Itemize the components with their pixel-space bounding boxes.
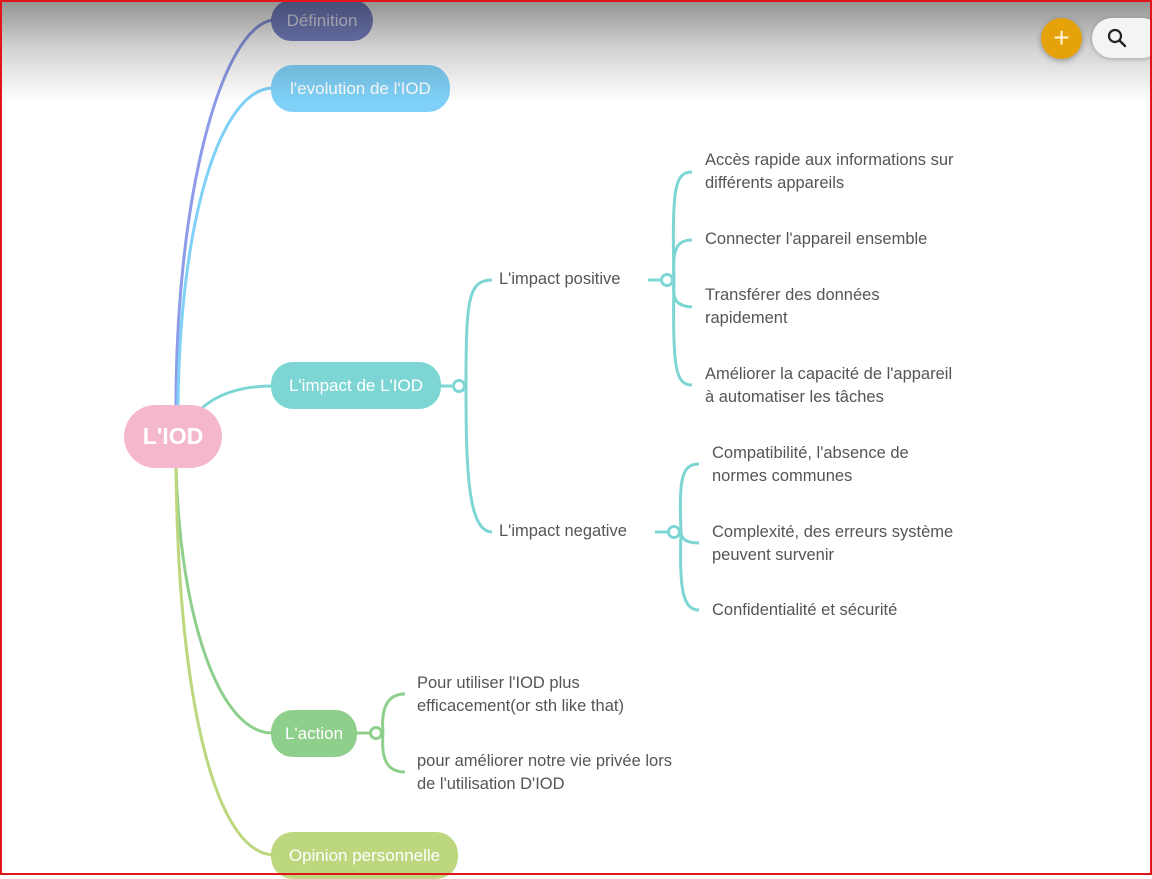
leaf-positive-4[interactable]: Améliorer la capacité de l'appareil à au… <box>705 363 952 409</box>
branch-evolution[interactable]: l'evolution de l'IOD <box>271 65 450 112</box>
branch-opinion[interactable]: Opinion personnelle <box>271 832 458 879</box>
collapse-toggle-negative[interactable] <box>667 525 681 539</box>
node-impact-negative[interactable]: L'impact negative <box>499 522 627 540</box>
leaf-negative-3[interactable]: Confidentialité et sécurité <box>712 599 897 622</box>
link-action <box>174 465 273 735</box>
leaf-action-1[interactable]: Pour utiliser l'IOD plus efficacement(or… <box>417 672 624 718</box>
link-opinion <box>174 465 273 857</box>
leaf-line: Améliorer la capacité de l'appareil <box>705 365 953 383</box>
collapse-toggle-impact[interactable] <box>452 379 466 393</box>
node-impact-positive[interactable]: L'impact positive <box>499 270 621 288</box>
leaf-line: pour améliorer notre vie privée lors <box>417 752 672 770</box>
link-definition <box>174 18 273 406</box>
leaf-line: efficacement(or sth like that) <box>417 697 624 715</box>
link-positive <box>464 278 493 387</box>
link-negative <box>464 385 493 534</box>
leaf-line: différents appareils <box>705 174 845 192</box>
branch-action[interactable]: L'action <box>271 710 357 757</box>
leaf-positive-3[interactable]: Transférer des données rapidement <box>705 284 880 330</box>
branch-impact[interactable]: L'impact de L'IOD <box>271 362 441 409</box>
leaf-line: de l'utilisation D'IOD <box>417 775 565 793</box>
link-evolution <box>176 86 273 406</box>
branch-definition[interactable]: Définition <box>271 0 373 41</box>
plus-icon: + <box>1053 22 1070 53</box>
search-icon <box>1107 28 1127 48</box>
leaf-line: normes communes <box>712 467 853 485</box>
collapse-toggle-action[interactable] <box>369 726 383 740</box>
leaf-negative-1[interactable]: Compatibilité, l'absence de normes commu… <box>712 442 909 488</box>
add-button[interactable]: + <box>1041 18 1082 59</box>
leaf-line: Confidentialité et sécurité <box>712 601 898 619</box>
leaf-line: Accès rapide aux informations sur <box>705 151 954 169</box>
leaf-line: rapidement <box>705 309 788 327</box>
leaf-negative-2[interactable]: Complexité, des erreurs système peuvent … <box>712 521 953 567</box>
leaf-line: à automatiser les tâches <box>705 388 884 406</box>
leaf-line: Connecter l'appareil ensemble <box>705 230 928 248</box>
root-node[interactable]: L'IOD <box>124 405 222 468</box>
leaf-line: Compatibilité, l'absence de <box>712 444 909 462</box>
leaf-line: Pour utiliser l'IOD plus <box>417 674 580 692</box>
search-button[interactable] <box>1092 18 1152 58</box>
link-impact <box>198 384 273 412</box>
collapse-toggle-positive[interactable] <box>660 273 674 287</box>
leaf-line: Complexité, des erreurs système <box>712 523 954 541</box>
leaf-line: Transférer des données <box>705 286 880 304</box>
leaf-line: peuvent survenir <box>712 546 834 564</box>
leaf-positive-1[interactable]: Accès rapide aux informations sur différ… <box>705 149 954 195</box>
leaf-action-2[interactable]: pour améliorer notre vie privée lors de … <box>417 750 672 796</box>
leaf-positive-2[interactable]: Connecter l'appareil ensemble <box>705 228 927 251</box>
